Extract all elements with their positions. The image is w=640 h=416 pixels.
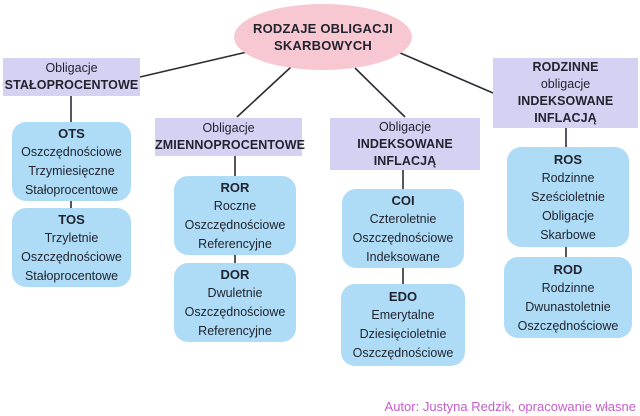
- node-code: COI: [391, 192, 415, 208]
- node-code: ROD: [553, 261, 583, 277]
- node-line: Oszczędnościowe: [184, 217, 286, 232]
- branch-header-staloprocentowe: Obligacje STAŁOPROCENTOWE: [3, 58, 140, 96]
- node-line: Emerytalne: [371, 308, 435, 322]
- node-line: Oszczędnościowe: [352, 230, 454, 245]
- connector-root-to-staloprocentowe: [139, 51, 248, 78]
- node-ror: ROR Roczne Oszczędnościowe Referencyjne: [174, 176, 296, 255]
- branch-header-rodzinne: RODZINNE obligacje INDEKSOWANE INFLACJĄ: [493, 58, 638, 128]
- node-line: Dwunastoletnie: [525, 299, 611, 314]
- node-line: Referencyjne: [198, 236, 272, 251]
- header-line: obligacje: [540, 77, 591, 91]
- connector-root-to-rodzinne: [397, 51, 494, 94]
- header-line: Obligacje: [45, 61, 98, 75]
- connector-root-to-indeksowane: [354, 67, 406, 118]
- node-line: Skarbowe: [540, 227, 596, 242]
- node-edo: EDO Emerytalne Dziesięcioletnie Oszczędn…: [341, 284, 465, 366]
- header-line: INFLACJĄ: [373, 153, 437, 168]
- node-line: Dziesięcioletnie: [359, 327, 447, 341]
- node-line: Indeksowane: [366, 249, 440, 264]
- branch-header-zmiennoprocentowe: Obligacje ZMIENNOPROCENTOWE: [155, 118, 306, 156]
- header-line: Obligacje: [378, 119, 432, 134]
- header-line: INDEKSOWANE: [357, 136, 453, 151]
- node-tos: TOS Trzyletnie Oszczędnościowe Stałoproc…: [12, 208, 131, 287]
- root-node: RODZAJE OBLIGACJI SKARBOWYCH: [234, 4, 412, 70]
- node-code: OTS: [58, 125, 85, 141]
- header-line: ZMIENNOPROCENTOWE: [155, 138, 306, 152]
- node-line: Rodzinne: [541, 280, 595, 295]
- header-line: STAŁOPROCENTOWE: [4, 78, 139, 92]
- node-line: Oszczędnościowe: [184, 304, 286, 319]
- author-credit: Autor: Justyna Redzik, opracowanie własn…: [384, 399, 636, 414]
- node-code: TOS: [58, 211, 85, 227]
- header-line: Obligacje: [202, 121, 255, 135]
- node-code: ROR: [220, 179, 250, 195]
- branch-header-indeksowane-inflacja: Obligacje INDEKSOWANE INFLACJĄ: [330, 118, 480, 170]
- node-line: Sześcioletnie: [531, 189, 605, 204]
- node-line: Czteroletnie: [369, 211, 437, 226]
- node-line: Oszczędnościowe: [517, 318, 619, 333]
- node-line: Obligacje: [541, 208, 595, 223]
- node-code: EDO: [388, 289, 418, 304]
- header-line: RODZINNE: [532, 60, 599, 74]
- node-line: Referencyjne: [198, 323, 272, 338]
- node-ros: ROS Rodzinne Sześcioletnie Obligacje Ska…: [507, 147, 629, 247]
- node-line: Stałoprocentowe: [24, 182, 119, 197]
- node-rod: ROD Rodzinne Dwunastoletnie Oszczędności…: [504, 257, 632, 338]
- connector-root-to-zmiennoprocentowe: [236, 66, 292, 118]
- node-line: Oszczędnościowe: [352, 346, 454, 360]
- node-ots: OTS Oszczędnościowe Trzymiesięczne Stało…: [12, 122, 131, 201]
- node-line: Oszczędnościowe: [21, 144, 122, 159]
- header-line: INDEKSOWANE: [517, 94, 614, 108]
- root-title: RODZAJE OBLIGACJI SKARBOWYCH: [253, 21, 393, 53]
- node-code: ROS: [553, 151, 583, 167]
- node-line: Oszczędnościowe: [21, 249, 122, 264]
- node-line: Trzyletnie: [44, 230, 99, 245]
- node-code: DOR: [220, 266, 250, 282]
- node-line: Stałoprocentowe: [24, 268, 119, 283]
- node-line: Dwuletnie: [207, 285, 263, 300]
- node-line: Trzymiesięczne: [28, 163, 115, 178]
- node-line: Roczne: [213, 198, 257, 213]
- node-coi: COI Czteroletnie Oszczędnościowe Indekso…: [342, 189, 464, 268]
- node-line: Rodzinne: [541, 170, 595, 185]
- node-dor: DOR Dwuletnie Oszczędnościowe Referencyj…: [174, 263, 296, 342]
- header-line: INFLACJĄ: [534, 111, 597, 125]
